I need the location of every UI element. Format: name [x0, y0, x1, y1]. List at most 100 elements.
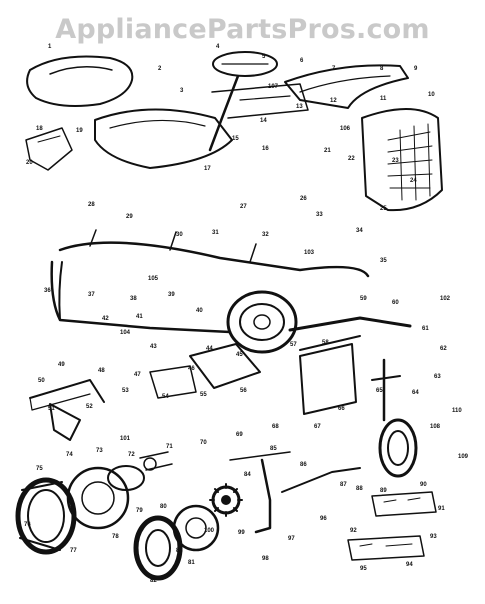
watermark: AppliancePartsPros.com — [55, 14, 430, 45]
part-number-label: 15 — [232, 136, 239, 142]
part-number-label: 62 — [440, 346, 447, 352]
part-number-label: 81 — [188, 560, 195, 566]
transaxle-bracket — [149, 343, 261, 399]
part-number-label: 100 — [204, 528, 215, 534]
part-number-label: 110 — [452, 408, 462, 414]
hardware-group-upper — [371, 491, 437, 517]
part-number-label: 72 — [128, 452, 135, 458]
part-number-label: 18 — [36, 126, 43, 132]
part-number-label: 34 — [356, 228, 363, 234]
part-number-label: 61 — [422, 326, 429, 332]
part-number-label: 32 — [262, 232, 269, 238]
front-axle — [288, 316, 412, 351]
part-number-label: 56 — [240, 388, 247, 394]
main-frame — [50, 229, 370, 334]
part-number-label: 33 — [316, 212, 323, 218]
part-number-label: 30 — [176, 232, 183, 238]
part-number-label: 109 — [458, 454, 469, 460]
part-number-label: 52 — [86, 404, 93, 410]
part-number-label: 23 — [392, 158, 399, 164]
part-number-label: 16 — [262, 146, 269, 152]
part-number-label: 87 — [340, 482, 347, 488]
part-number-label: 93 — [430, 534, 437, 540]
part-number-label: 90 — [420, 482, 427, 488]
part-number-label: 106 — [340, 126, 351, 132]
part-number-label: 107 — [268, 84, 279, 90]
rear-fender — [94, 108, 233, 169]
part-number-label: 35 — [380, 258, 387, 264]
part-number-label: 68 — [272, 424, 279, 430]
part-number-label: 98 — [262, 556, 269, 562]
part-number-label: 39 — [168, 292, 175, 298]
part-number-label: 2 — [158, 66, 162, 72]
part-number-label: 21 — [324, 148, 331, 154]
rear-left-rim — [66, 465, 145, 530]
part-number-label: 63 — [434, 374, 441, 380]
part-number-label: 55 — [200, 392, 207, 398]
part-number-label: 5 — [262, 54, 266, 60]
part-number-label: 10 — [428, 92, 435, 98]
part-number-label: 48 — [98, 368, 105, 374]
part-number-label: 67 — [314, 424, 321, 430]
part-number-label: 86 — [300, 462, 307, 468]
part-number-label: 9 — [414, 66, 418, 72]
part-number-label: 6 — [300, 58, 304, 64]
part-number-label: 8 — [380, 66, 384, 72]
part-number-label: 83 — [176, 548, 183, 554]
part-number-label: 46 — [188, 366, 195, 372]
part-number-label: 65 — [376, 388, 383, 394]
part-number-label: 41 — [136, 314, 143, 320]
part-number-label: 1 — [48, 44, 52, 50]
part-number-label: 42 — [102, 316, 109, 322]
part-number-label: 82 — [150, 578, 157, 584]
part-number-label: 43 — [150, 344, 157, 350]
part-number-label: 36 — [44, 288, 51, 294]
part-number-label: 75 — [36, 466, 43, 472]
part-number-label: 88 — [356, 486, 363, 492]
part-number-label: 99 — [238, 530, 245, 536]
part-number-label: 12 — [330, 98, 337, 104]
part-number-label: 74 — [66, 452, 73, 458]
part-number-label: 73 — [96, 448, 103, 454]
part-number-label: 94 — [406, 562, 413, 568]
part-number-label: 54 — [162, 394, 169, 400]
part-number-label: 22 — [348, 156, 355, 162]
part-number-label: 4 — [216, 44, 220, 50]
part-number-label: 38 — [130, 296, 137, 302]
part-number-label: 76 — [24, 522, 31, 528]
part-number-label: 66 — [338, 406, 345, 412]
part-number-label: 78 — [112, 534, 119, 540]
part-number-label: 53 — [122, 388, 129, 394]
part-number-label: 31 — [212, 230, 219, 236]
part-number-label: 14 — [260, 118, 267, 124]
left-linkage — [29, 379, 105, 441]
part-number-label: 26 — [300, 196, 307, 202]
part-number-label: 91 — [438, 506, 445, 512]
part-number-label: 102 — [440, 296, 451, 302]
part-number-label: 64 — [412, 390, 419, 396]
rear-left-tire — [15, 477, 77, 555]
hood — [284, 64, 409, 109]
rear-right-tire — [133, 515, 183, 581]
part-number-label: 24 — [410, 178, 417, 184]
front-right-wheel — [378, 418, 418, 478]
part-number-label: 58 — [322, 340, 329, 346]
part-number-label: 104 — [120, 330, 131, 336]
part-number-label: 69 — [236, 432, 243, 438]
part-number-label: 7 — [332, 66, 336, 72]
part-number-label: 45 — [236, 352, 243, 358]
steering-column — [208, 74, 309, 152]
part-number-label: 50 — [38, 378, 45, 384]
part-number-label: 47 — [134, 372, 141, 378]
hub-hardware — [139, 451, 173, 471]
part-number-label: 60 — [392, 300, 399, 306]
front-spindle — [371, 358, 401, 422]
part-number-label: 70 — [200, 440, 207, 446]
part-number-label: 103 — [304, 250, 315, 256]
mounting-plate — [299, 343, 357, 415]
part-number-label: 13 — [296, 104, 303, 110]
gear — [209, 483, 243, 517]
part-number-label: 97 — [288, 536, 295, 542]
